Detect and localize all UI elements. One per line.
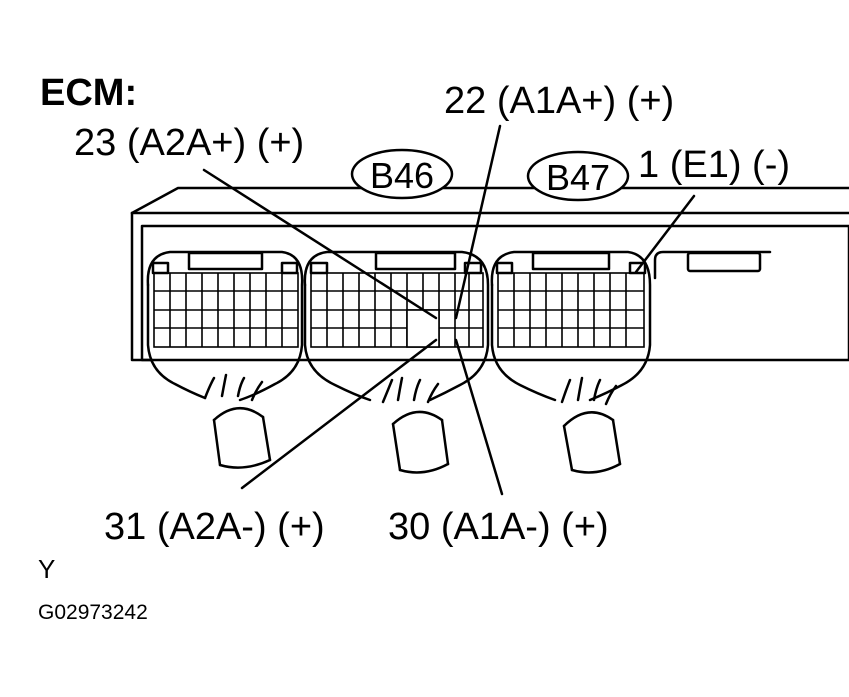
leader-line-pin-22 [454, 124, 502, 320]
pin-grid-2 [310, 272, 484, 348]
leader-line-pin-23 [202, 168, 438, 320]
pin-label-23: 23 (A2A+) (+) [74, 122, 305, 164]
pin-grid-3 [497, 272, 645, 348]
pin-grid-1 [153, 272, 299, 348]
connector-b47-oval [526, 150, 630, 202]
pin-label-30: 30 (A1A-) (+) [388, 506, 609, 548]
leader-line-pin-31 [240, 338, 438, 490]
footer-code: Y [38, 554, 56, 584]
connector-b47-label: B47 [546, 157, 610, 198]
harness-2 [381, 376, 450, 474]
figure-id: G02973242 [38, 601, 148, 624]
pin-label-31: 31 (A2A-) (+) [104, 506, 325, 548]
connector-housing-1 [146, 250, 304, 402]
connector-b46-oval [350, 148, 454, 200]
leader-line-pin-1 [634, 194, 696, 274]
connector-b46-label: B46 [370, 155, 434, 196]
harness-3 [560, 376, 622, 474]
ecm-housing [130, 186, 849, 362]
pin-label-1: 1 (E1) (-) [638, 144, 790, 186]
harness-1 [203, 373, 272, 469]
connector-housing-2 [303, 250, 490, 402]
leader-line-pin-30 [454, 338, 504, 496]
diagram-title: ECM: [40, 72, 138, 114]
ecm-extra-slot [653, 250, 772, 280]
pin-label-22: 22 (A1A+) (+) [444, 80, 675, 122]
